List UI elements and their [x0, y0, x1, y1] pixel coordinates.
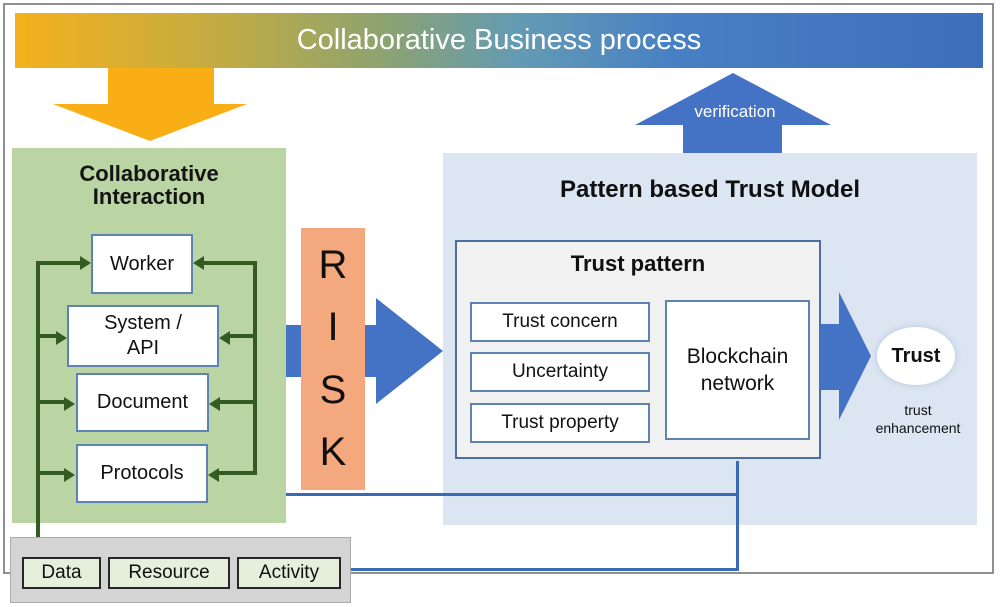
trust-arrow-body: [820, 324, 839, 390]
resource-box: Resource: [108, 557, 230, 589]
trust-enhancement-label: trust enhancement: [875, 402, 961, 436]
trust-property-box: Trust property: [470, 403, 650, 443]
risk-letter-i: I: [327, 305, 339, 350]
banner-collaborative-business-process: Collaborative Business process: [15, 13, 983, 68]
document-box: Document: [76, 373, 209, 432]
risk-letter-k: K: [319, 430, 347, 475]
trust-pattern-title: Trust pattern: [570, 251, 706, 276]
protocols-box: Protocols: [76, 444, 208, 503]
gold-down-arrow-body: [108, 68, 214, 105]
verification-arrow-head: [635, 73, 831, 125]
arrowhead-into-worker-right-icon: [193, 256, 204, 270]
collaborative-interaction-title: Collaborative Interaction: [79, 161, 219, 209]
verification-arrow-body: [683, 124, 782, 154]
trust-arrow-head: [839, 292, 871, 420]
arrowhead-into-system-right-icon: [219, 331, 230, 345]
green-right-rail: [253, 261, 257, 475]
slide-border: [3, 3, 994, 574]
arrowhead-into-protocols-left-icon: [64, 468, 75, 482]
green-branch-document-left: [38, 400, 66, 404]
arrowhead-into-document-right-icon: [209, 397, 220, 411]
green-branch-protocols-right: [219, 471, 257, 475]
risk-arrow-head: [376, 298, 443, 404]
connector-green-panel-to-trust-pattern: [286, 493, 739, 496]
risk-box: R I S K: [301, 228, 365, 490]
green-branch-document-right: [220, 400, 257, 404]
blockchain-network-box: Blockchain network: [665, 300, 810, 440]
green-branch-worker-left: [38, 261, 82, 265]
risk-letter-s: S: [319, 367, 347, 412]
connector-to-activity-tray: [351, 568, 739, 571]
pattern-based-trust-model-title: Pattern based Trust Model: [559, 176, 861, 203]
gold-down-arrow-head: [53, 104, 247, 141]
arrowhead-into-protocols-right-icon: [208, 468, 219, 482]
green-branch-system-left: [38, 334, 58, 338]
worker-box: Worker: [91, 234, 193, 294]
green-branch-system-right: [230, 334, 257, 338]
green-branch-protocols-left: [38, 471, 66, 475]
connector-trust-pattern-vertical: [736, 461, 739, 571]
arrowhead-into-document-left-icon: [64, 397, 75, 411]
green-branch-worker-right: [204, 261, 257, 265]
trust-circle: Trust: [877, 327, 955, 385]
arrowhead-into-system-left-icon: [56, 331, 67, 345]
activity-box: Activity: [237, 557, 341, 589]
green-left-rail: [36, 261, 40, 557]
system-api-box: System / API: [67, 305, 219, 367]
uncertainty-box: Uncertainty: [470, 352, 650, 392]
risk-letter-r: R: [318, 242, 348, 287]
arrowhead-into-worker-left-icon: [80, 256, 91, 270]
data-box: Data: [22, 557, 101, 589]
verification-label: verification: [694, 102, 776, 121]
trust-concern-box: Trust concern: [470, 302, 650, 342]
